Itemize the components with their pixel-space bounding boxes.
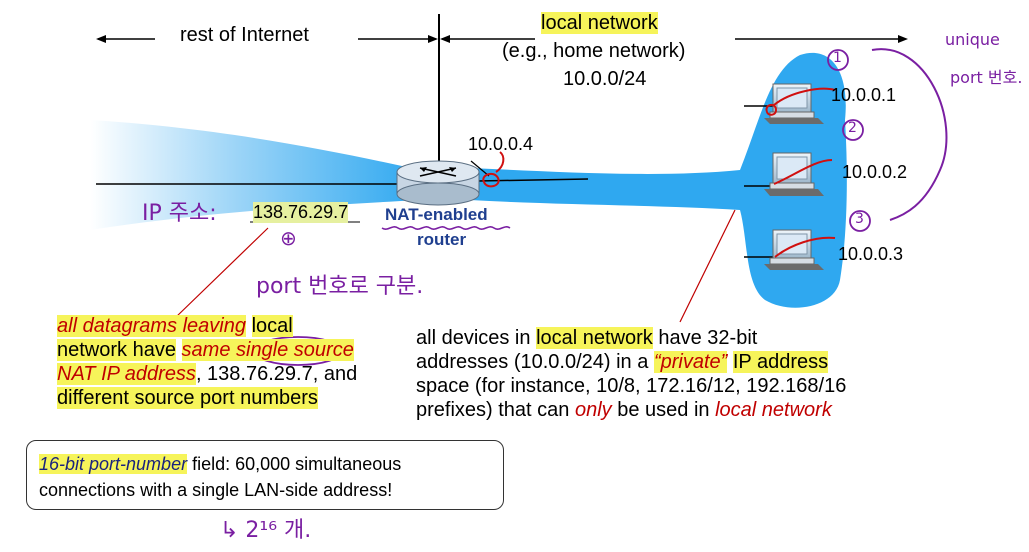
pow-note: ↳ 2¹⁶ 개.: [220, 518, 312, 543]
unique-note-2: port 번호.: [950, 68, 1023, 87]
router-underline-squiggle: [381, 226, 511, 230]
router-lan-ip: 10.0.0.4: [468, 134, 534, 154]
lan-link: [477, 178, 589, 182]
left-text-2: local: [251, 315, 293, 337]
rest-of-internet-label: rest of Internet: [180, 24, 309, 46]
box-text-2: field: 60,000 simultaneous: [192, 454, 402, 474]
right-text-1: all devices in: [416, 327, 531, 349]
host-computer-icon: [764, 83, 824, 124]
right-explanation: all devices in local network have 32-bit…: [416, 326, 936, 422]
host3-pen-mark: [774, 236, 836, 258]
circle-3-label: 3: [855, 211, 864, 227]
host-computer-icon: [764, 152, 824, 196]
left-text-5: NAT IP address: [57, 363, 196, 385]
plus-note: ⊕: [280, 226, 297, 250]
router-name-line2: router: [417, 230, 467, 249]
host-3-ip: 10.0.0.3: [838, 244, 904, 264]
left-text-3: network have: [57, 339, 176, 361]
router-name-line1: NAT-enabled: [385, 205, 488, 224]
right-text-3: have 32-bit: [658, 327, 758, 349]
circle-1-mark: [827, 49, 849, 71]
left-text-7: different source port numbers: [57, 387, 318, 409]
local-network-label-text: local network: [541, 12, 658, 34]
bracket-curve: [871, 48, 948, 221]
circle-1-label: 1: [833, 50, 842, 66]
left-text-1: all datagrams leaving: [57, 315, 246, 337]
right-text-8: prefixes) that can: [416, 399, 570, 421]
right-text-7: space (for instance, 10/8, 172.16/12, 19…: [416, 375, 847, 397]
port-note: port 번호로 구분.: [256, 274, 424, 299]
local-network-subnet: 10.0.0/24: [563, 68, 647, 90]
right-text-10: be used in: [617, 399, 710, 421]
callout-line-right: [679, 209, 736, 323]
host-2-ip: 10.0.0.2: [842, 162, 908, 182]
box-text-1: 16-bit port-number: [39, 454, 188, 474]
unique-note-1: unique: [945, 30, 1000, 49]
left-text-6: , 138.76.29.7, and: [195, 363, 358, 385]
right-text-4: addresses (10.0.0/24) in a: [416, 351, 649, 373]
right-text-5: “private”: [653, 351, 728, 373]
right-text-6: IP address: [732, 351, 829, 373]
arrow-right-head: [898, 35, 908, 43]
host-computer-icon: [764, 229, 824, 270]
router-public-ip: 138.76.29.7: [253, 202, 349, 223]
ip-note: IP 주소:: [142, 201, 217, 226]
local-network-example: (e.g., home network): [502, 40, 686, 62]
right-text-2: local network: [536, 327, 653, 349]
box-text-3: connections with a single LAN-side addre…: [39, 480, 393, 500]
port-number-box: 16-bit port-number field: 60,000 simulta…: [26, 440, 504, 510]
left-explanation: all datagrams leaving local network have…: [57, 314, 402, 410]
circle-2-label: 2: [848, 120, 857, 136]
host1-pen-mark: [765, 87, 836, 116]
callout-line-left: [174, 227, 269, 319]
host-1-ip: 10.0.0.1: [831, 85, 897, 105]
host2-pen-mark: [773, 159, 833, 185]
left-text-4: same single source: [181, 339, 354, 361]
router-port-mark: [482, 151, 505, 188]
right-text-11: local network: [715, 399, 832, 421]
right-text-9: only: [574, 399, 612, 421]
circle-2-mark: [842, 119, 864, 141]
router-icon: [396, 160, 480, 206]
pointer-line-ip: [470, 160, 490, 177]
local-network-label: local network: [541, 11, 658, 35]
arrow-left-head: [96, 35, 106, 43]
circle-3-mark: [849, 210, 871, 232]
local-network-cloud: [470, 52, 847, 308]
